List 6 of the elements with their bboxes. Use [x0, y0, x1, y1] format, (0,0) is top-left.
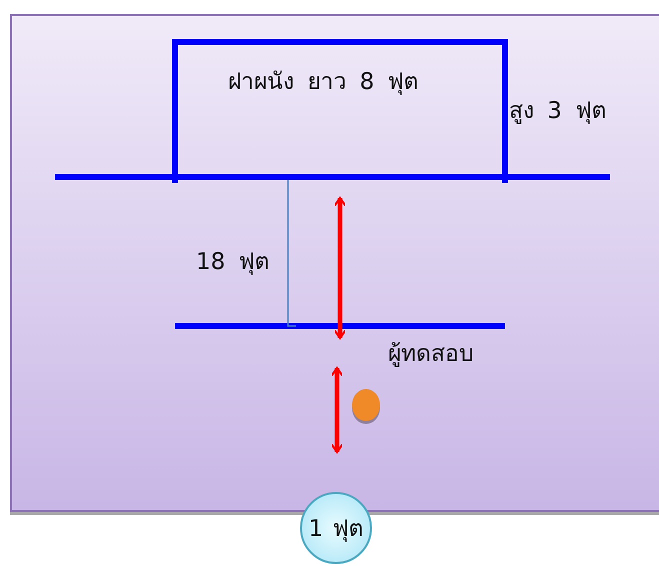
distance-label: 18 ฟุต [196, 248, 270, 277]
wall-box [172, 39, 508, 183]
height-label: สูง 3 ฟุต [509, 97, 606, 126]
tester-label: ผู้ทดสอบ [388, 340, 474, 369]
wall-label: ฝาผนัง ยาว 8 ฟุต [228, 68, 419, 97]
scale-circle: 1 ฟุต [300, 492, 372, 564]
